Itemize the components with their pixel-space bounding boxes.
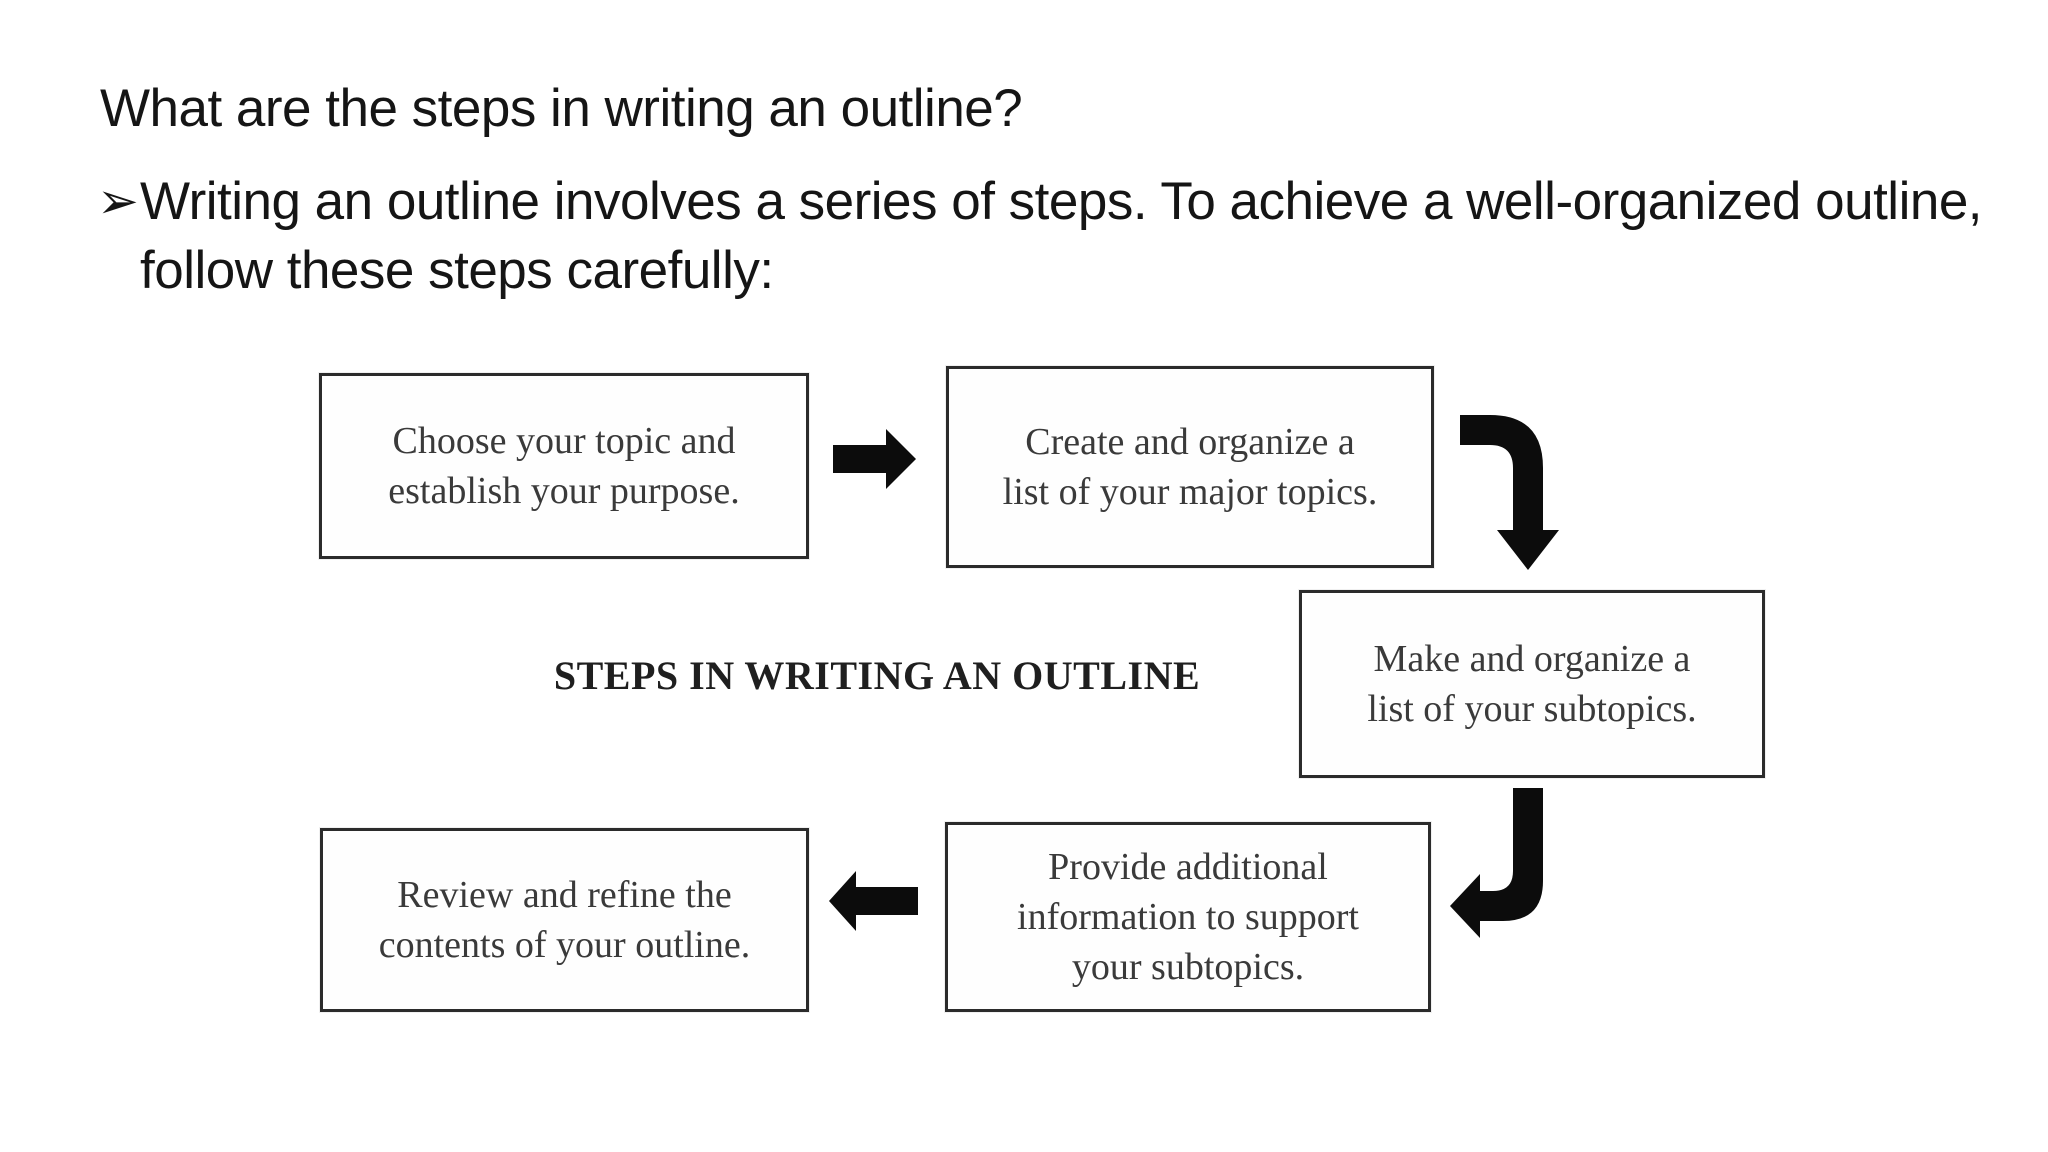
arrow-right-icon (833, 429, 916, 489)
step-label: Create and organize a list of your major… (1002, 420, 1378, 513)
step-label: Make and organize a list of your subtopi… (1367, 637, 1697, 730)
bullet-paragraph: ➢ Writing an outline involves a series o… (97, 168, 2000, 306)
elbow-arrow-left-icon (1450, 788, 1543, 938)
arrow-left-icon (829, 871, 918, 931)
step-box-review-refine: Review and refine the contents of your o… (320, 828, 809, 1012)
step-box-additional-info: Provide additional information to suppor… (945, 822, 1431, 1012)
slide-title: What are the steps in writing an outline… (100, 79, 1023, 138)
step-box-subtopics: Make and organize a list of your subtopi… (1299, 590, 1765, 778)
step-box-major-topics: Create and organize a list of your major… (946, 366, 1434, 568)
elbow-arrow-down-icon (1460, 415, 1559, 570)
diagram-caption: STEPS IN WRITING AN OUTLINE (553, 653, 1201, 698)
step-label: Choose your topic and establish your pur… (388, 419, 740, 512)
step-label: Review and refine the contents of your o… (378, 873, 751, 966)
step-box-choose-topic: Choose your topic and establish your pur… (319, 373, 809, 559)
bullet-text: Writing an outline involves a series of … (140, 172, 1983, 300)
bullet-arrow-icon: ➢ (97, 172, 139, 230)
step-label: Provide additional information to suppor… (1017, 845, 1359, 989)
